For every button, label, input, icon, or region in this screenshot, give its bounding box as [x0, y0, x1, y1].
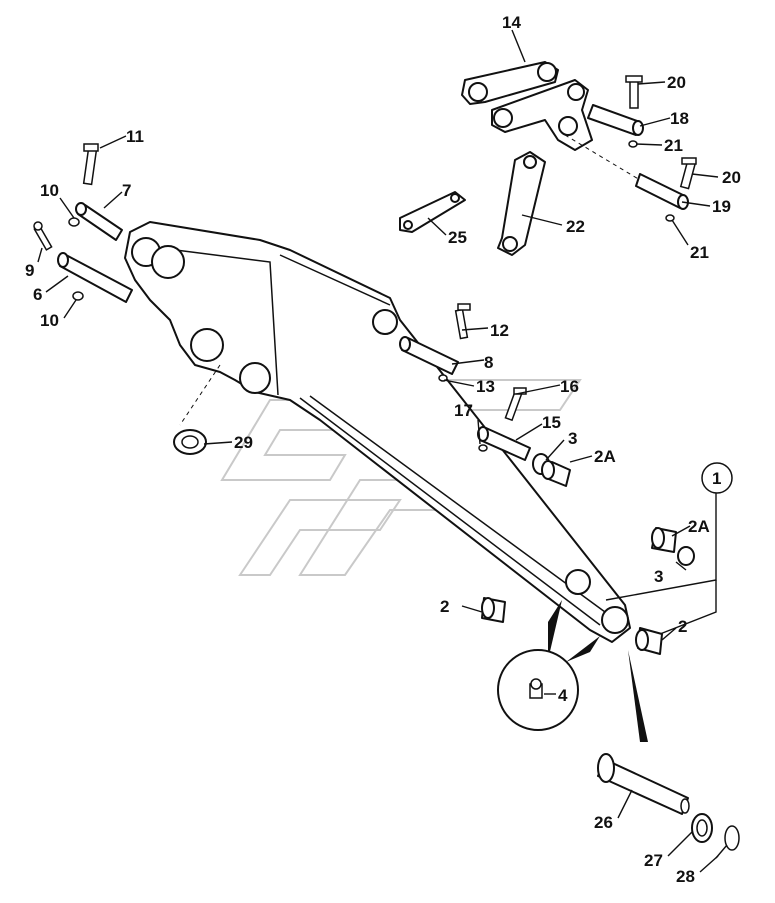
- link-part-14: [461, 61, 593, 151]
- callout-2: 2: [678, 617, 687, 636]
- grease-nipple-detail-4: [497, 600, 600, 731]
- link-part-22: [497, 151, 546, 256]
- pin-part-8: [399, 336, 459, 375]
- callout-3: 3: [654, 567, 663, 586]
- pin-part-6: [57, 252, 133, 303]
- bushing-part-2A-upper: [541, 460, 571, 487]
- callout-9: 9: [25, 261, 34, 280]
- bushing-part-2-right: [635, 627, 663, 655]
- callout-3: 3: [568, 429, 577, 448]
- callout-10: 10: [40, 181, 59, 200]
- callout-19: 19: [712, 197, 731, 216]
- bolt-part-12: [454, 303, 471, 340]
- pin-part-15: [477, 426, 531, 461]
- callout-2: 2: [440, 597, 449, 616]
- boom-arm: [124, 221, 631, 643]
- callout-21: 21: [690, 243, 709, 262]
- plate-part-25: [399, 191, 466, 233]
- callout-circle-1: [701, 462, 733, 494]
- callout-8: 8: [484, 353, 493, 372]
- callout-16: 16: [560, 377, 579, 396]
- bushing-part-2A-lower: [651, 527, 677, 553]
- callout-10: 10: [40, 311, 59, 330]
- callout-25: 25: [448, 228, 467, 247]
- callout-17: 17: [454, 401, 473, 420]
- callout-13: 13: [476, 377, 495, 396]
- clip-part-28: [715, 825, 740, 859]
- callout-4: 4: [558, 686, 568, 705]
- pin-part-18: [587, 104, 644, 136]
- bolt-part-20-lower: [679, 157, 697, 190]
- callout-28: 28: [676, 867, 695, 886]
- callout-labels: 14 20 18 21 20 19 21 22 25 11 10 7 9 6 1…: [25, 13, 741, 886]
- nut-part-10-upper: [68, 217, 80, 227]
- callout-6: 6: [33, 285, 42, 304]
- callout-2A: 2A: [594, 447, 616, 466]
- pin-part-26: [597, 753, 690, 815]
- leader-lines: [37, 29, 719, 873]
- callout-22: 22: [566, 217, 585, 236]
- callout-2A: 2A: [688, 517, 710, 536]
- bushing-part-2-left: [481, 597, 506, 623]
- pointer-blade: [628, 650, 648, 742]
- pin-part-7: [75, 202, 123, 241]
- callout-18: 18: [670, 109, 689, 128]
- nut-part-21-lower: [665, 214, 675, 222]
- callout-1: 1: [712, 469, 721, 488]
- nut-part-21-upper: [628, 140, 638, 148]
- callout-7: 7: [122, 181, 131, 200]
- callout-14: 14: [502, 13, 521, 32]
- nut-part-17: [478, 444, 488, 452]
- bolt-part-20-upper: [625, 75, 643, 109]
- callout-26: 26: [594, 813, 613, 832]
- callout-29: 29: [234, 433, 253, 452]
- callout-21: 21: [664, 136, 683, 155]
- ring-part-3-lower: [677, 546, 695, 566]
- callout-20: 20: [667, 73, 686, 92]
- callout-12: 12: [490, 321, 509, 340]
- callout-15: 15: [542, 413, 561, 432]
- callout-20: 20: [722, 168, 741, 187]
- pin-part-19: [635, 173, 689, 210]
- bolt-part-11: [82, 143, 99, 186]
- nut-part-10-lower: [72, 291, 84, 301]
- callout-27: 27: [644, 851, 663, 870]
- bolt-part-9: [33, 221, 53, 251]
- callout-11: 11: [126, 127, 144, 146]
- bolt-part-16: [504, 387, 527, 422]
